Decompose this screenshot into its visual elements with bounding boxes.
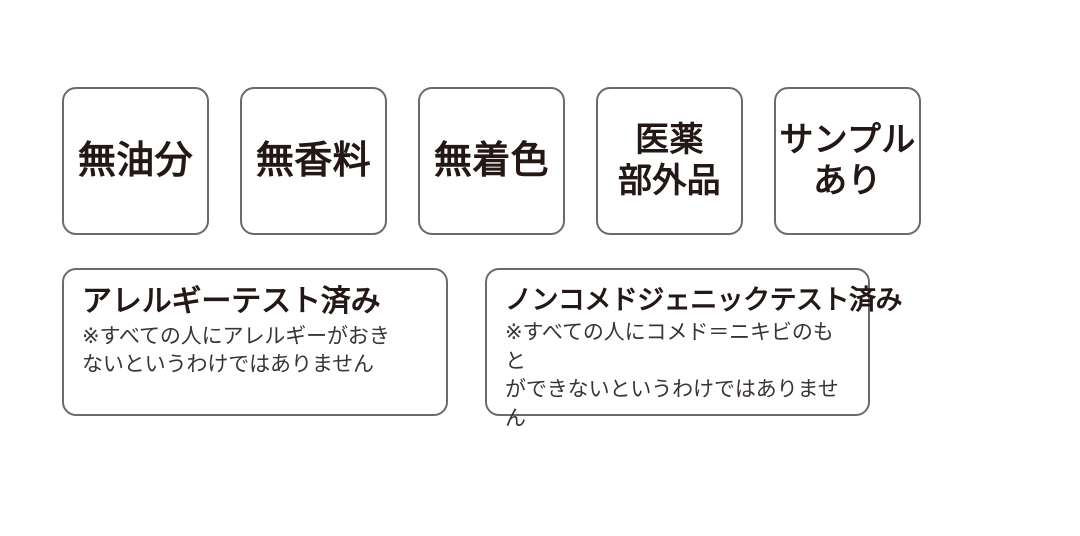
claim-badge-no-fragrance[interactable]: 無香料 (240, 87, 387, 235)
claim-badge-row: 無油分 無香料 無着色 医薬 部外品 サンプル あり (62, 87, 921, 235)
claim-badge-label: 無着色 (433, 139, 550, 182)
test-box-allergy[interactable]: アレルギーテスト済み ※すべての人にアレルギーがおき ないというわけではありませ… (62, 268, 448, 416)
test-box-title: ノンコメドジェニックテスト済み (505, 285, 902, 315)
test-claim-row: アレルギーテスト済み ※すべての人にアレルギーがおき ないというわけではありませ… (62, 268, 902, 430)
claim-badge-no-colorant[interactable]: 無着色 (418, 87, 565, 235)
claim-badge-label: 無油分 (77, 139, 194, 182)
claim-badge-label: 無香料 (255, 139, 372, 182)
test-box-disclaimer: ※すべての人にアレルギーがおき ないというわけではありません (82, 324, 390, 377)
test-box-non-comedogenic[interactable]: ノンコメドジェニックテスト済み ※すべての人にコメド＝ニキビのもと ができないと… (485, 268, 902, 430)
claim-badge-label: サンプル あり (779, 120, 916, 200)
test-box-title: アレルギーテスト済み (82, 285, 381, 318)
claim-badge-label: 医薬 部外品 (617, 120, 722, 200)
test-box-disclaimer: ※すべての人にコメド＝ニキビのもと ができないというわけではありません (505, 321, 839, 430)
claim-badge-sample-available[interactable]: サンプル あり (774, 87, 921, 235)
claim-badge-quasi-drug[interactable]: 医薬 部外品 (596, 87, 743, 235)
claim-badge-no-oil[interactable]: 無油分 (62, 87, 209, 235)
